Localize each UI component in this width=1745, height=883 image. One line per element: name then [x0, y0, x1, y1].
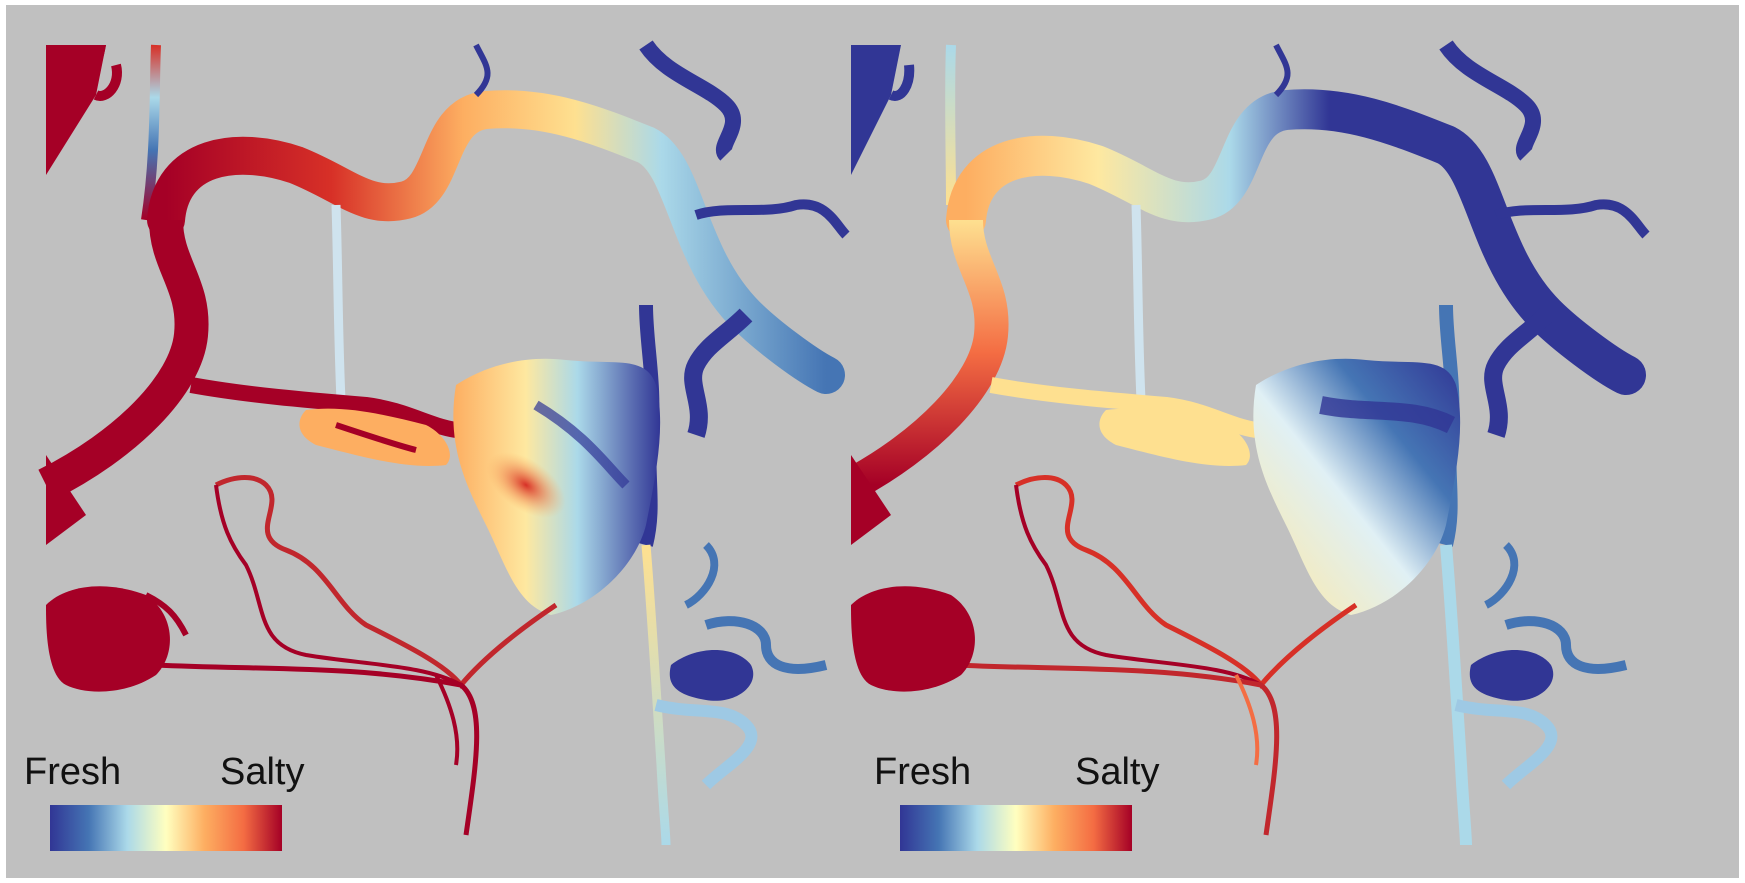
- east-river-top: [639, 40, 741, 161]
- north-river: [147, 90, 845, 394]
- legend-salty-label: Salty: [220, 751, 305, 793]
- salty-basin-southwest: [851, 586, 975, 692]
- vertical-channel: [331, 204, 346, 401]
- south-creek: [1440, 544, 1472, 846]
- salty-basin-southwest: [46, 586, 170, 692]
- legend-fresh-label: Fresh: [24, 751, 122, 793]
- channel-left-branch: [945, 44, 956, 206]
- map-panel-left: Fresh Salty: [6, 5, 872, 878]
- oxbow-southeast: [1469, 650, 1554, 701]
- map-panel-right: Fresh Salty: [851, 5, 1717, 878]
- vertical-channel: [1131, 204, 1146, 401]
- figure-frame: Fresh Salty: [6, 5, 1739, 878]
- oxbow-southeast: [669, 650, 754, 701]
- south-creek: [641, 544, 671, 846]
- legend-colorbar: [50, 805, 282, 851]
- channel-left-branch: [141, 44, 161, 221]
- west-river: [851, 219, 1009, 500]
- legend-salty-label: Salty: [1075, 751, 1160, 793]
- south-channel-network: [1014, 475, 1358, 690]
- east-river-top: [1439, 40, 1541, 161]
- salinity-map-right: [851, 40, 1650, 846]
- north-river: [946, 89, 1646, 395]
- west-river: [38, 219, 209, 501]
- central-lake: [1253, 358, 1461, 615]
- legend-fresh-label: Fresh: [874, 751, 972, 793]
- salinity-map-left: [38, 40, 850, 846]
- south-channel-network: [214, 475, 558, 690]
- legend-colorbar: [900, 805, 1132, 851]
- sea-inlet-topleft: [851, 45, 901, 175]
